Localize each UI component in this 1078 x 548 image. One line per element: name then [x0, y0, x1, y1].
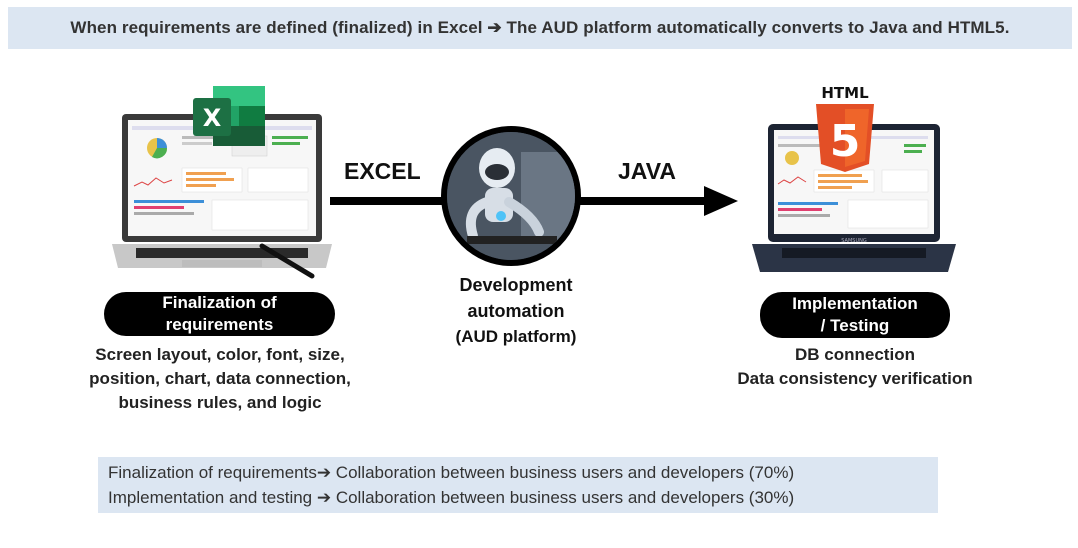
left-stage-pill: Finalization of requirements [104, 292, 335, 336]
center-label-line-2: automation [467, 301, 565, 321]
left-pill-line-2: requirements [165, 315, 274, 334]
banner-text: When requirements are defined (finalized… [70, 18, 1010, 37]
left-stage-description: Screen layout, color, font, size, positi… [60, 343, 380, 415]
html5-logo-number: 5 [830, 116, 861, 167]
header-banner: When requirements are defined (finalized… [8, 7, 1072, 49]
center-label-line-1: Development [459, 275, 573, 295]
robot-circle [441, 126, 581, 266]
arrow-head-icon [704, 186, 738, 216]
left-arrow-label: EXCEL [344, 158, 421, 184]
right-stage-pill: Implementation / Testing [760, 292, 950, 338]
center-label: Development automation (AUD platform) [430, 272, 602, 350]
right-laptop-image: SAMSUNG [752, 124, 956, 272]
left-pill-line-1: Finalization of [162, 293, 277, 312]
left-desc-line-2: position, chart, data connection, [89, 369, 351, 388]
right-pill-line-1: Implementation [792, 294, 918, 313]
stylus-pen-icon [259, 243, 315, 279]
left-desc-line-1: Screen layout, color, font, size, [95, 345, 345, 364]
excel-logo-letter: X [203, 104, 222, 132]
right-pill-line-2: / Testing [820, 316, 890, 335]
laptop-brand: SAMSUNG [841, 238, 867, 244]
summary-line-2: Implementation and testing ➔ Collaborati… [108, 488, 795, 507]
summary-box: Finalization of requirements➔ Collaborat… [98, 457, 938, 513]
robot-icon [447, 132, 575, 260]
right-desc-line-2: Data consistency verification [737, 369, 973, 388]
flow-arrow-line-right [578, 197, 708, 205]
html5-logo-text: HTML [821, 84, 869, 102]
left-desc-line-3: business rules, and logic [118, 393, 322, 412]
right-arrow-label: JAVA [618, 158, 676, 184]
summary-line-1: Finalization of requirements➔ Collaborat… [108, 463, 795, 482]
html5-logo-icon: HTML 5 [816, 84, 874, 172]
center-label-line-3: (AUD platform) [455, 327, 577, 346]
right-stage-description: DB connection Data consistency verificat… [700, 343, 1010, 391]
right-desc-line-1: DB connection [795, 345, 915, 364]
right-dashboard-mock [777, 136, 929, 229]
excel-logo-icon: X [193, 86, 265, 146]
flow-arrow-line-left [330, 197, 445, 205]
